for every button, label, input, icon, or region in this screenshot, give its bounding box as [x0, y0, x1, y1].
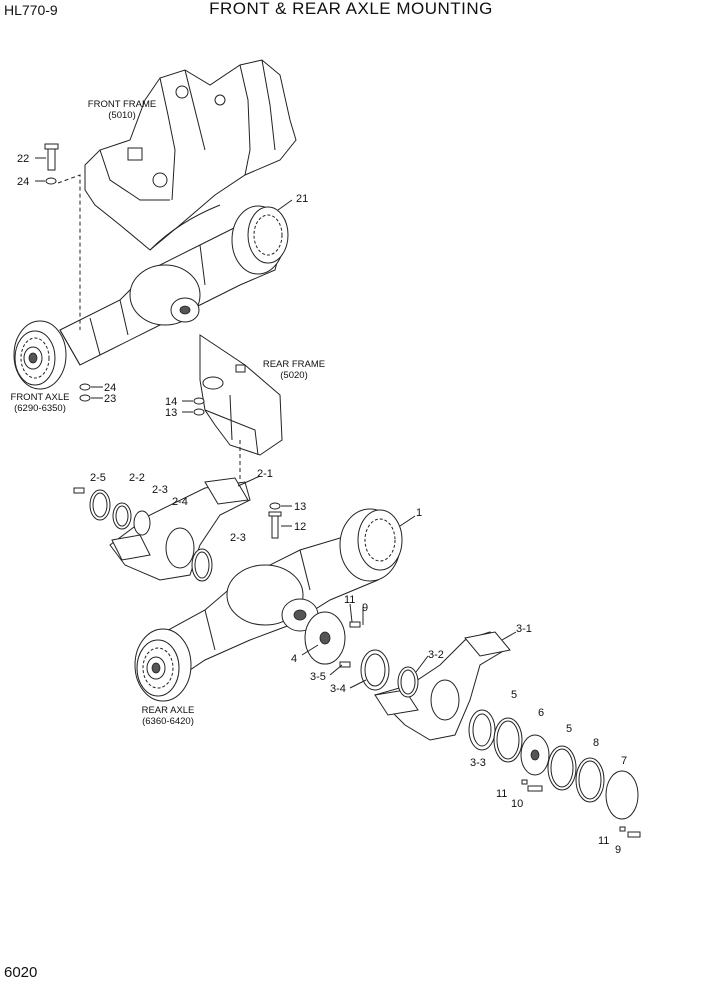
callout: 5: [511, 689, 517, 701]
callout: 24: [17, 176, 29, 188]
callout: 12: [294, 521, 306, 533]
leader-lines: [237, 199, 517, 689]
callout: 2-1: [257, 468, 273, 480]
caption-rear-frame: REAR FRAME (5020): [263, 359, 325, 381]
caption-rear-axle: REAR AXLE (6360-6420): [142, 705, 195, 727]
svg-text:FRONT FRAME: FRONT FRAME: [88, 99, 156, 110]
front-upper-bolt: [35, 143, 81, 330]
callouts: 22 24 21 24 23 14 13 2-5 2-2 2-3 2-4 2-1…: [17, 153, 627, 856]
flange-4: [304, 611, 361, 668]
callout: 4: [291, 653, 297, 665]
callout: 2-5: [90, 472, 106, 484]
callout: 2-4: [172, 496, 188, 508]
svg-text:(5010): (5010): [108, 110, 135, 121]
rear-bolts-12-13: [268, 502, 292, 539]
callout: 3-3: [470, 757, 486, 769]
callout: 13: [294, 501, 306, 513]
callout: 13: [165, 407, 177, 419]
svg-text:REAR FRAME: REAR FRAME: [263, 359, 325, 370]
callout: 11: [598, 835, 609, 847]
callout: 6: [538, 707, 544, 719]
callout: 9: [362, 602, 368, 614]
rear-seals-3-x: [360, 649, 496, 751]
svg-text:FRONT AXLE: FRONT AXLE: [11, 392, 70, 403]
svg-text:(5020): (5020): [280, 370, 307, 381]
callout: 11: [344, 594, 355, 606]
callout: 2-3: [152, 484, 168, 496]
caption-front-axle: FRONT AXLE (6290-6350): [11, 392, 70, 414]
svg-text:(6360-6420): (6360-6420): [142, 716, 194, 727]
callout: 22: [17, 153, 29, 165]
callout: 23: [104, 393, 116, 405]
front-frame: [84, 59, 297, 251]
svg-text:REAR AXLE: REAR AXLE: [142, 705, 195, 716]
caption-front-frame: FRONT FRAME (5010): [88, 99, 156, 121]
callout: 7: [621, 755, 627, 767]
callout: 24: [104, 382, 116, 394]
callout: 3-2: [428, 649, 444, 661]
page-title: FRONT & REAR AXLE MOUNTING: [209, 0, 493, 18]
svg-text:(6290-6350): (6290-6350): [14, 403, 66, 414]
bracket-seals-2-x: [73, 487, 213, 582]
callout: 21: [296, 193, 308, 205]
callout: 1: [416, 507, 422, 519]
callout: 10: [511, 798, 523, 810]
rear-bracket-2-1: [109, 477, 251, 581]
callout: 3-4: [330, 683, 346, 695]
rear-axle: [134, 508, 403, 702]
callout: 2-3: [230, 532, 246, 544]
front-axle: [13, 205, 289, 390]
callout: 14: [165, 396, 177, 408]
callout: 8: [593, 737, 599, 749]
front-lower-washers: [79, 383, 103, 402]
model-label: HL770-9: [4, 2, 58, 18]
callout: 2-2: [129, 472, 145, 484]
callout: 3-1: [516, 623, 532, 635]
rear-frame: [182, 334, 283, 490]
callout: 5: [566, 723, 572, 735]
callout: 3-5: [310, 671, 326, 683]
end-plates-5-8-7: [493, 717, 641, 838]
callout: 11: [496, 788, 507, 800]
callout: 9: [615, 844, 621, 856]
page-number: 6020: [4, 964, 38, 981]
